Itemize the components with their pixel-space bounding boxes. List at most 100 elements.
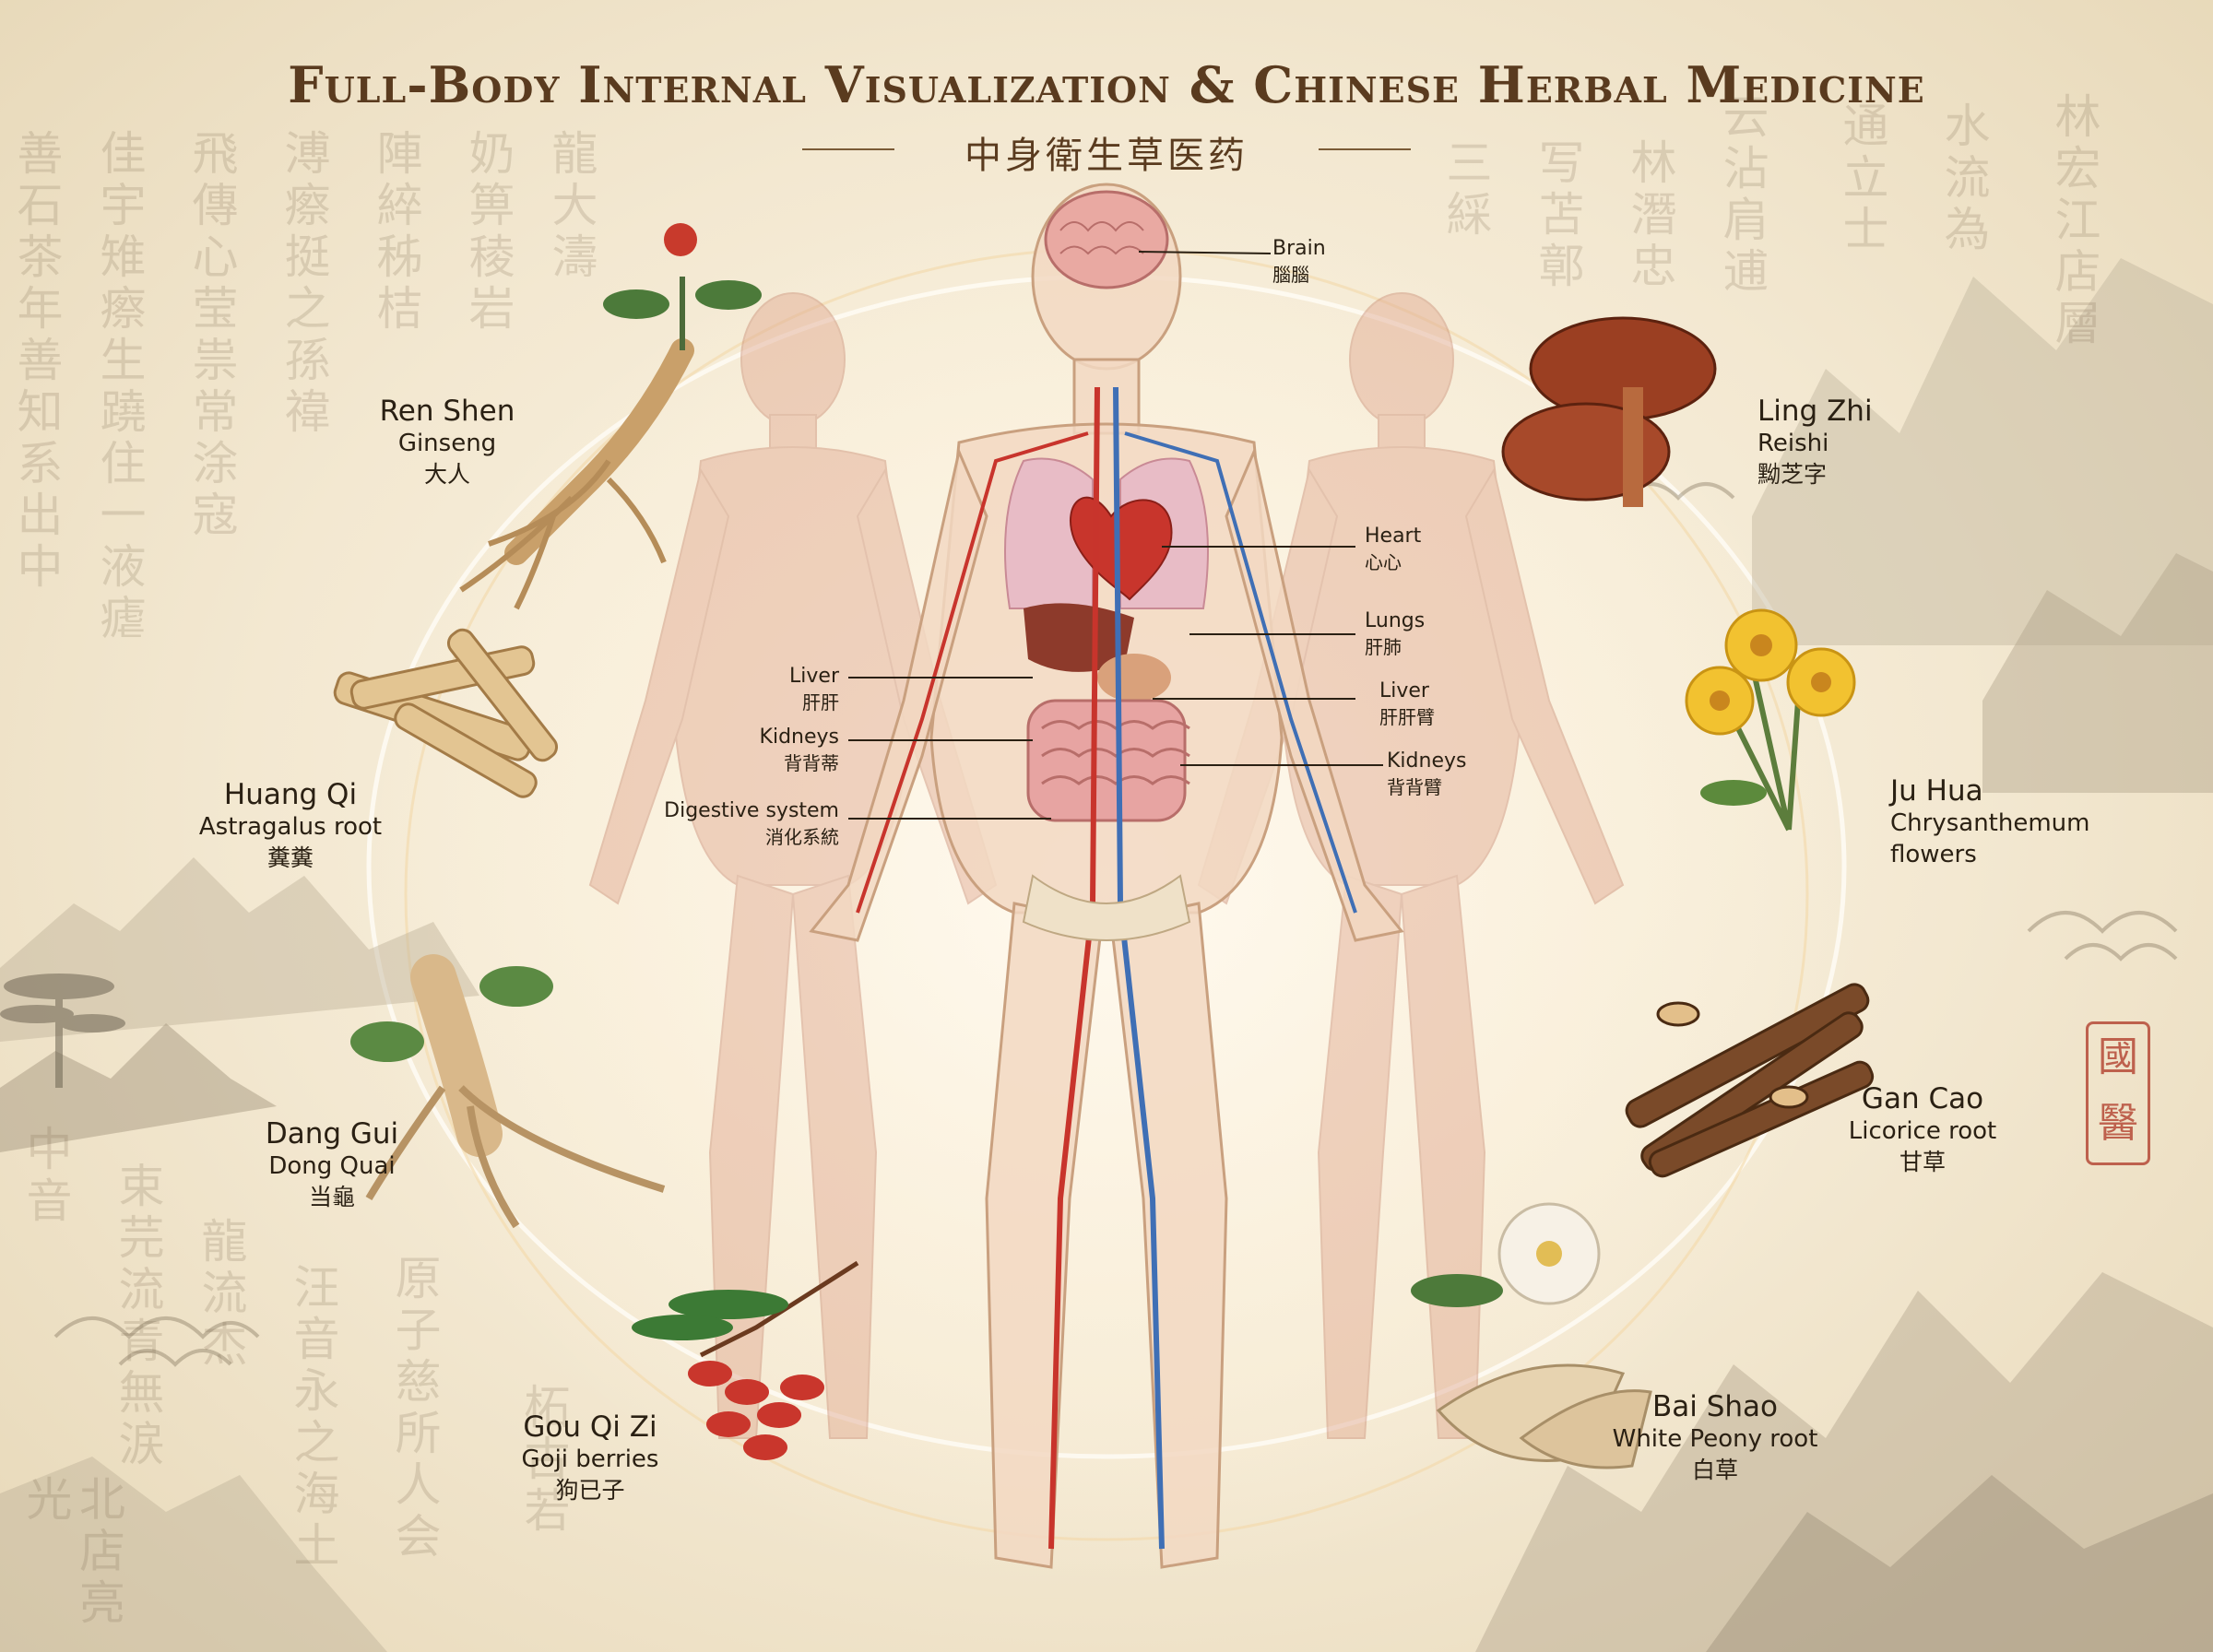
herb-chinese: 糞糞: [266, 844, 314, 871]
calligraphy-column: 束芫流青無涙: [111, 1162, 165, 1471]
calligraphy-column: 善石茶年善知系出中: [9, 129, 64, 594]
organ-label-liver-left: Liver 肝肝: [701, 664, 839, 714]
herb-pinyin: Gan Cao: [1861, 1082, 1984, 1115]
calligraphy-column: 原子慈所人会: [387, 1254, 442, 1564]
herb-label-ren-shen: Ren Shen Ginseng 大人: [369, 395, 526, 490]
calligraphy-column: 汪音永之海土: [286, 1263, 340, 1573]
cloud-left-1: [53, 1316, 260, 1339]
calligraphy-column: 佳宇雉瘵生蹺住一液瘧: [92, 129, 147, 645]
subtitle-rule-left: [802, 148, 894, 150]
calligraphy-column: 水流為: [1936, 101, 1991, 256]
muscle-figure-front-left: [588, 292, 998, 1439]
white-peony-root-icon: [1411, 1202, 1652, 1469]
organ-name-zh: 心心: [1365, 550, 1402, 573]
organ-name: Liver: [1379, 679, 1429, 702]
herb-english: Dong Quai: [268, 1152, 396, 1181]
organ-name-zh: 肝肝臂: [1379, 705, 1435, 728]
brain: [1044, 190, 1169, 289]
stomach: [1097, 654, 1171, 702]
organ-name: Heart: [1365, 525, 1422, 548]
right-hills-front: [1706, 1475, 2213, 1652]
calligraphy-column: 写苫鄣: [1531, 138, 1585, 293]
pelvis: [1022, 874, 1191, 941]
herb-english: Licorice root: [1848, 1117, 1997, 1146]
herb-english: Astragalus root: [198, 813, 383, 842]
cloud-left-2: [118, 1349, 232, 1367]
calligraphy-column: 飛傳心莹祟常涂寇: [184, 129, 239, 542]
herb-label-gou-qi-zi: Gou Qi Zi Goji berries 狗已子: [498, 1410, 682, 1505]
calligraphy-column: 北店亮光: [18, 1475, 126, 1630]
herb-chinese: 当龜: [308, 1183, 355, 1210]
calligraphy-column: 三綵: [1438, 138, 1493, 242]
organ-name-zh: 肝肺: [1365, 635, 1402, 658]
organ-name: Kidneys: [759, 726, 839, 749]
organ-name-zh: 腦腦: [1272, 263, 1309, 286]
herb-english-line2: flowers: [1890, 840, 1977, 868]
liver: [1024, 603, 1134, 672]
herb-pinyin: Huang Qi: [223, 778, 358, 811]
organ-name-zh: 背背臂: [1387, 775, 1442, 798]
herb-pinyin: Bai Shao: [1651, 1390, 1779, 1423]
ginseng-icon: [459, 223, 762, 610]
organ-label-kidneys-right: Kidneys 背背臂: [1387, 749, 1466, 799]
herb-english: Ginseng: [397, 430, 497, 458]
herb-pinyin: Ju Hua: [1890, 774, 1983, 808]
herb-pinyin: Dang Gui: [265, 1117, 399, 1150]
right-mountains-top: [1752, 258, 2213, 645]
calligraphy-column: 通立士: [1835, 101, 1889, 256]
cloud-right-2: [2064, 943, 2178, 962]
calligraphy-column: 溥瘵挺之孫禕: [277, 129, 331, 439]
calligraphy-column: 龍流杰: [194, 1217, 248, 1372]
herb-pinyin: Gou Qi Zi: [523, 1410, 657, 1444]
organ-label-brain: Brain 腦腦: [1272, 236, 1326, 287]
calligraphy-column: 林宏江店層: [2047, 92, 2101, 350]
calligraphy-column: 龍大濤: [544, 129, 598, 284]
herb-label-gan-cao: Gan Cao Licorice root 甘草: [1835, 1082, 2010, 1177]
herb-pinyin: Ling Zhi: [1757, 395, 1873, 428]
right-mountains-bottom: [1475, 1272, 2213, 1652]
cloud-right-1: [2027, 911, 2178, 934]
vein-right: [1113, 386, 1165, 1550]
reishi-mushroom-icon: [1501, 316, 1717, 507]
organ-name: Brain: [1272, 237, 1326, 260]
subtitle-rule-right: [1319, 148, 1411, 150]
page-subtitle: 中身衛生草医药: [964, 135, 1249, 177]
organ-label-lungs: Lungs 肝肺: [1365, 608, 1425, 659]
herb-label-ling-zhi: Ling Zhi Reishi 黝芝字: [1757, 395, 1942, 490]
leader-line-brain: [1138, 251, 1272, 254]
red-seal-stamp: 國醫: [2086, 1021, 2150, 1165]
herb-label-huang-qi: Huang Qi Astragalus root 糞糞: [180, 778, 401, 873]
herb-label-bai-shao: Bai Shao White Peony root 白草: [1604, 1390, 1826, 1485]
herb-english: Reishi: [1757, 430, 1829, 458]
herb-label-dang-gui: Dang Gui Dong Quai 当龜: [240, 1117, 424, 1212]
left-lung: [1004, 457, 1094, 609]
calligraphy-column: 陣綷秭桔: [369, 129, 423, 336]
organ-label-kidneys-left: Kidneys 背背蒂: [701, 725, 839, 775]
herb-chinese: 甘草: [1899, 1148, 1946, 1175]
calligraphy-column: 奶箅稜岩: [461, 129, 515, 336]
herb-english: Goji berries: [521, 1446, 659, 1474]
herb-label-ju-hua: Ju Hua Chrysanthemum flowers: [1890, 774, 2121, 871]
herb-chinese: 大人: [423, 460, 470, 488]
organ-label-heart: Heart 心心: [1365, 524, 1421, 574]
organ-name: Liver: [789, 665, 839, 688]
herb-pinyin: Ren Shen: [379, 395, 515, 428]
calligraphy-column: 云沾肩逋: [1715, 92, 1769, 299]
chrysanthemum-flower-icon: [1685, 608, 1856, 832]
calligraphy-column: 柘古若: [516, 1383, 571, 1538]
organ-label-liver-right: Liver 肝肝臂: [1379, 678, 1435, 729]
herb-english: White Peony root: [1612, 1425, 1818, 1454]
herb-chinese: 狗已子: [555, 1476, 625, 1504]
right-mountains-mid: [1982, 553, 2213, 793]
organ-name-zh: 肝肝: [802, 690, 839, 714]
muscle-figure-back-right: [1197, 292, 1625, 1439]
calligraphy-column: 中音: [18, 1125, 73, 1228]
left-mountains-bottom: [0, 1457, 387, 1652]
organ-name: Lungs: [1365, 609, 1426, 632]
calligraphy-column: 林潛忠: [1623, 138, 1677, 293]
organ-name-zh: 消化系統: [765, 825, 839, 848]
left-mountains-far: [0, 857, 479, 1042]
herb-chinese: 白草: [1691, 1456, 1738, 1483]
